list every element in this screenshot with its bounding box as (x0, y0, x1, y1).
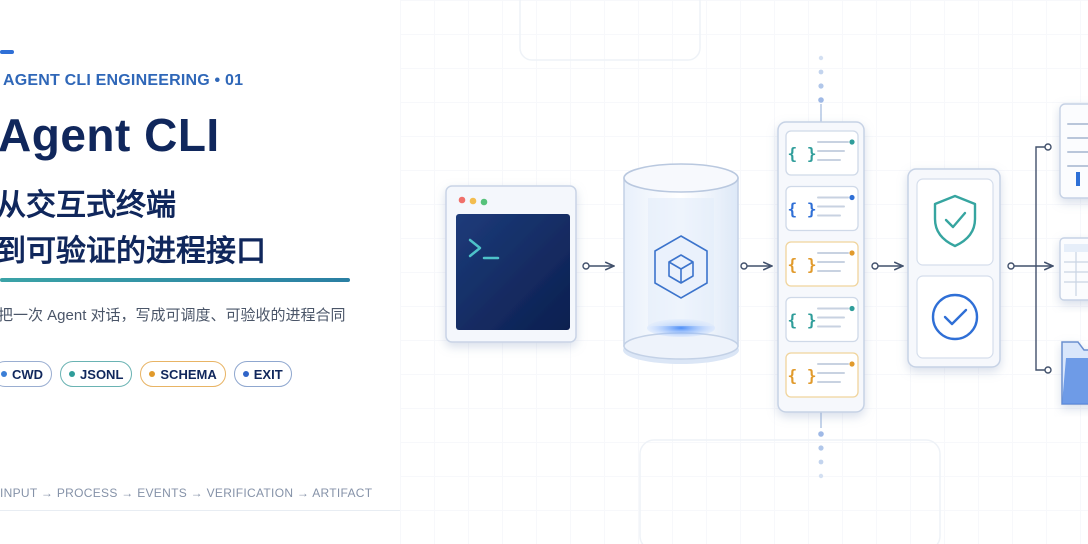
folder-icon (1061, 341, 1088, 405)
braces-glyph: { } (788, 144, 817, 163)
verification-panel (907, 168, 1001, 368)
event-cards: { } { } { } { } { } (785, 130, 859, 398)
braces-glyph: { } (788, 311, 817, 330)
bottom-rule (0, 510, 400, 511)
event-card: { } (785, 296, 859, 343)
cube-icon (668, 254, 694, 284)
event-status-dot (849, 194, 855, 201)
background-decor (519, 0, 941, 544)
event-status-dot (849, 250, 855, 256)
chip-dot (242, 371, 249, 377)
process-cylinder (623, 163, 739, 364)
tag-chips: CWD JSONL SCHEMA EXIT (0, 361, 292, 387)
arrow-verification-to-artifacts (1007, 143, 1053, 374)
terminal-icon (468, 238, 482, 258)
event-card: { } (785, 352, 859, 398)
chip-schema: SCHEMA (140, 361, 226, 387)
event-card: { } (785, 241, 859, 287)
check-circle-icon (931, 293, 979, 341)
event-card: { } (785, 185, 859, 232)
subtitle-line-2: 到可验证的进程接口 (0, 235, 266, 268)
arrow-process-to-events (740, 263, 772, 269)
document-icon (1067, 123, 1088, 167)
chip-label: EXIT (253, 366, 283, 382)
arrow-events-to-verification (871, 263, 903, 269)
chip-cwd: CWD (0, 361, 53, 387)
pipeline-caption: INPUT → PROCESS → EVENTS → VERIFICATION … (0, 486, 373, 500)
chip-label: CWD (12, 366, 44, 382)
chip-label: SCHEMA (160, 366, 217, 382)
page-title: Agent CLI (0, 109, 220, 161)
spreadsheet-icon (1064, 244, 1088, 296)
chip-dot (149, 371, 156, 377)
chip-dot (1, 371, 7, 377)
shield-check-icon (933, 194, 977, 248)
artifact-document (1059, 103, 1088, 199)
series-kicker: AGENT CLI ENGINEERING • 01 (3, 72, 244, 89)
event-status-dot (849, 139, 855, 145)
braces-glyph: { } (788, 366, 817, 385)
event-status-dot (849, 361, 855, 367)
event-card: { } (785, 130, 859, 176)
description: 把一次 Agent 对话，写成可调度、可验收的进程合同 (0, 307, 346, 324)
terminal-window (445, 185, 577, 343)
braces-glyph: { } (788, 255, 817, 274)
subtitle-line-1: 从交互式终端 (0, 189, 176, 222)
artifact-spreadsheet (1059, 237, 1088, 301)
chip-jsonl: JSONL (60, 361, 133, 387)
chip-dot (69, 371, 76, 377)
arrow-terminal-to-process (582, 263, 614, 269)
braces-glyph: { } (788, 200, 817, 219)
title-divider (0, 278, 350, 282)
artifact-folder (1061, 341, 1088, 405)
accent-bar (0, 50, 14, 54)
chip-label: JSONL (80, 366, 124, 382)
event-status-dot (849, 305, 855, 312)
chip-exit: EXIT (233, 361, 292, 387)
event-stream-dots (818, 55, 824, 479)
